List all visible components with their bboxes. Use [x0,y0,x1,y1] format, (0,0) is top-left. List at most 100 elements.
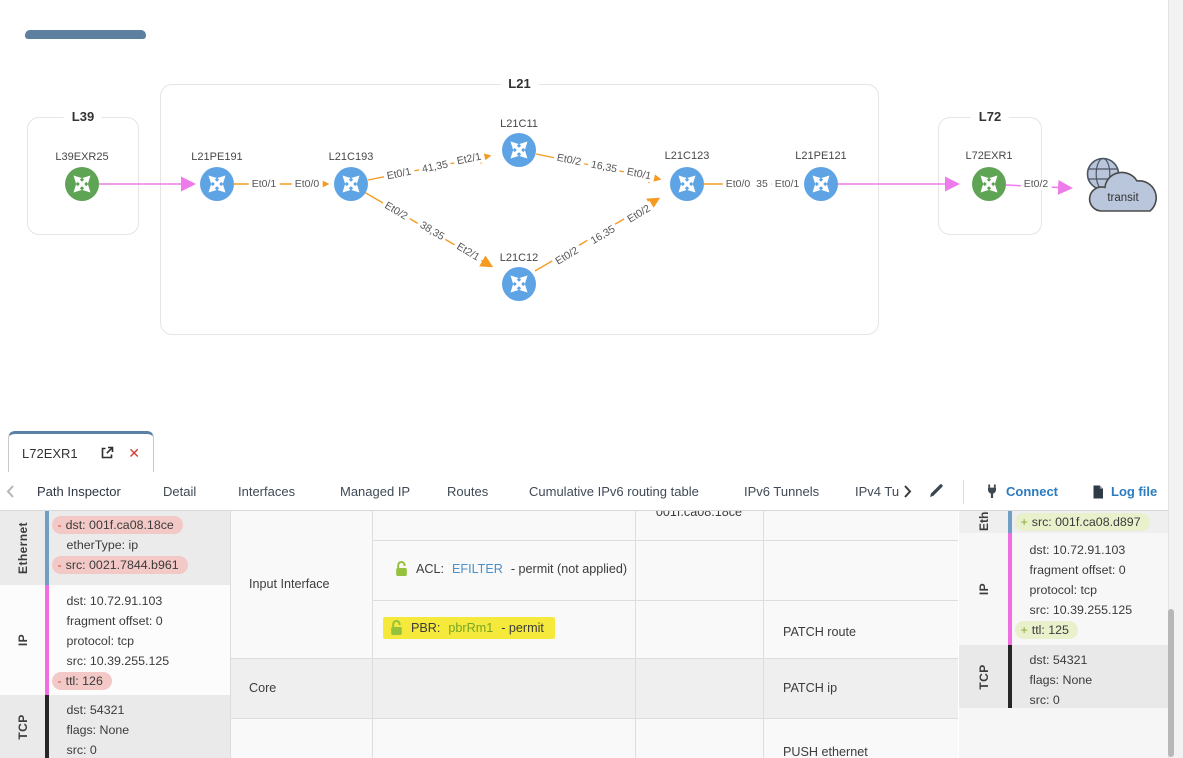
packet-before-panel: Ethernet -dst: 001f.ca08.18ce etherType:… [0,511,231,758]
interface-label: Et0/2 [1020,178,1052,190]
packet-field: flags: None [1029,673,1093,687]
packet-section-tcp: TCP dst: 54321 flags: None src: 0 [959,645,1168,708]
acl-entry: ACL: EFILTER - permit (not applied) [395,561,627,577]
group-title: L39 [63,109,103,124]
node-label: L21C11 [500,118,538,130]
group-box-l21: L21 [160,76,879,335]
node-router-icon[interactable] [502,267,536,301]
packet-section-tcp: TCP dst: 54321 flags: None src: 0 [0,695,230,758]
interface-label: Et0/0 [291,178,323,190]
lock-open-icon [391,620,402,635]
stage-input-interface: Input Interface [249,577,330,591]
node-label: L21PE191 [191,151,243,163]
device-window-tab[interactable]: L72EXR1 ✕ [8,431,154,472]
interface-label: Et0/0 [722,178,754,190]
links-layer: transit [99,151,1157,272]
section-stripe [1008,511,1012,533]
packet-field: +ttl: 125 [1012,620,1169,640]
tab-ipv6-tunnels[interactable]: IPv6 Tunnels [744,484,820,499]
connect-button[interactable]: Connect [985,473,1058,510]
transit-cloud[interactable]: transit [1086,157,1157,212]
link-lines[interactable] [99,151,1073,272]
cloud-label: transit [1107,192,1139,204]
interface-label: Et0/1 [771,178,803,190]
action-patch-route: PATCH route [783,625,857,639]
section-stripe [45,585,49,695]
packet-section-ethernet: Ethernet -dst: 001f.ca08.18ce etherType:… [0,511,230,585]
packet-field: -ttl: 126 [49,671,231,691]
scrollbar-thumb[interactable] [1168,609,1174,757]
node-label: L21C12 [499,252,539,264]
log-file-icon [1093,485,1103,498]
acl-name-link[interactable]: EFILTER [452,562,503,576]
pbr-result: - permit [501,621,544,635]
packet-section-ip: IP dst: 10.72.91.103 fragment offset: 0 … [959,533,1168,645]
log-file-label: Log file [1111,484,1158,499]
group-title: L72 [970,109,1010,124]
packet-field: src: 10.39.255.125 [1029,603,1133,617]
tab-ipv4-tunnels[interactable]: IPv4 Tu [855,484,900,499]
log-file-button[interactable]: Log file [1092,473,1157,510]
pbr-highlight: PBR: pbrRm1 - permit [383,617,555,639]
node-router-icon[interactable] [502,133,536,167]
section-label: Ethernet [977,511,991,531]
packet-field: fragment offset: 0 [1029,563,1126,577]
section-label: Ethernet [15,522,30,574]
node-label: L39EXR25 [55,151,109,163]
node-router-icon[interactable] [804,167,838,201]
section-label: IP [976,582,991,596]
tab-managed-ip[interactable]: Managed IP [340,484,411,499]
edit-tabs-pencil-icon[interactable] [928,483,944,502]
packet-field: flags: None [66,723,130,737]
section-stripe [1008,533,1012,645]
packet-field: protocol: tcp [1029,583,1098,597]
packet-field: dst: 54321 [66,703,125,717]
pipeline-table: 001f.ca08.18ce Input Interface ACL: EFIL… [231,511,958,758]
group-box-l72: L72 [938,109,1042,235]
action-push-ethernet: PUSH ethernet [783,745,868,758]
tab-detail[interactable]: Detail [163,484,197,499]
packet-after-panel: Ethernet +src: 001f.ca08.d897 IP dst: 10… [959,511,1168,758]
node-router-icon[interactable] [65,167,99,201]
toolbar-divider [963,480,964,504]
packet-field: dst: 10.72.91.103 [1029,543,1126,557]
interface-label: Et0/1 [248,178,280,190]
tab-path-inspector[interactable]: Path Inspector [37,484,121,499]
section-stripe [1008,645,1012,708]
action-patch-ip: PATCH ip [783,681,838,695]
tab-cumulative-ipv6-routing-table[interactable]: Cumulative IPv6 routing table [529,484,699,499]
pipeline-top-cell: 001f.ca08.18ce [655,511,743,519]
tabs-scroll-left-icon[interactable] [6,484,15,502]
open-external-icon[interactable] [100,446,114,460]
node-router-icon[interactable] [334,167,368,201]
right-scroll-rail [1168,0,1183,758]
packet-field: src: 0 [66,743,97,757]
group-box-l39: L39 [27,109,139,235]
tab-routes[interactable]: Routes [447,484,489,499]
close-icon[interactable]: ✕ [128,444,140,461]
section-label: TCP [15,713,30,740]
tabs-scroll-right-icon[interactable] [903,484,912,502]
pbr-label: PBR: [411,621,441,635]
active-tab-indicator [25,30,146,39]
node-router-icon[interactable] [670,167,704,201]
packet-field: protocol: tcp [66,634,135,648]
pbr-name-link[interactable]: pbrRm1 [448,621,494,635]
packet-field: fragment offset: 0 [66,614,163,628]
packet-field: +src: 001f.ca08.d897 [1012,512,1169,532]
core-row-bg [231,658,958,718]
stage-core: Core [249,681,277,695]
node-router-icon[interactable] [200,167,234,201]
device-tab-title: L72EXR1 [22,445,78,461]
packet-field: dst: 10.72.91.103 [66,594,163,608]
group-title: L21 [500,76,539,91]
section-stripe [45,695,49,758]
node-label: L21C193 [328,151,374,163]
packet-section-ip: IP dst: 10.72.91.103 fragment offset: 0 … [0,585,230,695]
tab-interfaces[interactable]: Interfaces [238,484,296,499]
packet-field: dst: 54321 [1029,653,1088,667]
node-router-icon[interactable] [972,167,1006,201]
packet-section-ethernet: Ethernet +src: 001f.ca08.d897 [959,511,1168,533]
lock-open-icon [396,561,407,576]
